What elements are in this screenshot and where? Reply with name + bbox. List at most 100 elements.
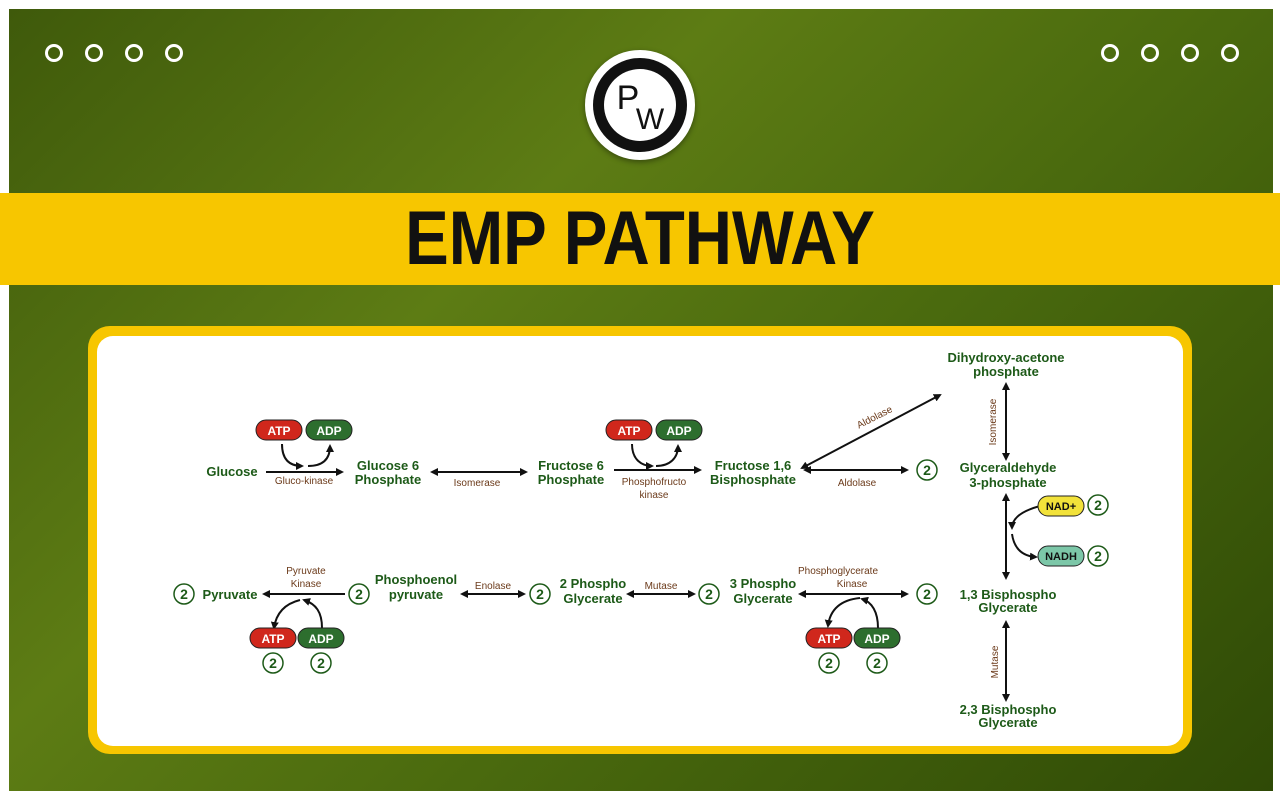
svg-text:2: 2 (536, 586, 544, 602)
enzyme-pk-line1: Pyruvate (286, 566, 326, 577)
compound-g3p-line1: Glyceraldehyde (960, 460, 1057, 475)
enzyme-aldolase: Aldolase (838, 478, 877, 489)
two-marker: 2 (818, 652, 840, 674)
enzyme-pk-line2: Kinase (291, 579, 322, 590)
compound-dhap-line1: Dihydroxy-acetone (947, 350, 1064, 365)
enzymes: Gluco-kinase Isomerase Phosphofructo kin… (275, 398, 1001, 678)
two-marker: 2 (529, 583, 551, 605)
reaction-arrows (262, 382, 1041, 702)
nadh-out-curve (1011, 533, 1038, 561)
compound-f16bp-line1: Fructose 1,6 (715, 458, 792, 473)
pw-logo: P W (585, 50, 695, 160)
two-marker: 2 (310, 652, 332, 674)
svg-text:2: 2 (1094, 497, 1102, 513)
adp-label-4: ADP (864, 632, 889, 646)
compound-bpg13-line1: 1,3 Bisphospho (960, 587, 1057, 602)
atp-in-curve-1 (281, 443, 304, 470)
compound-bpg23-line2: Glycerate (978, 715, 1037, 730)
enzyme-glucokinase: Gluco-kinase (275, 476, 334, 487)
compound-glucose: Glucose (206, 464, 257, 479)
two-marker: 2 (1087, 545, 1109, 567)
svg-text:P: P (617, 79, 640, 117)
enzyme-mutase-1: Mutase (645, 581, 678, 592)
compound-f16bp-line2: Bisphosphate (710, 472, 796, 487)
compound-pg3-line1: 3 Phospho (730, 576, 797, 591)
compound-f6p-line2: Phosphate (538, 472, 604, 487)
ring-dot (1181, 44, 1199, 62)
svg-text:W: W (636, 103, 665, 136)
ring-dot (125, 44, 143, 62)
nadh-label: NADH (1045, 551, 1077, 563)
decorative-dots-right (1101, 44, 1239, 62)
enzyme-pfk-line2: kinase (640, 490, 669, 501)
page-title: EMP PATHWAY (405, 196, 875, 281)
compound-pg2-line1: 2 Phospho (560, 576, 627, 591)
nad-in-curve (1008, 505, 1041, 530)
ring-dot (45, 44, 63, 62)
two-marker: 2 (173, 583, 195, 605)
svg-text:2: 2 (923, 462, 931, 478)
enzyme-pgk-line2: Kinase (837, 579, 868, 590)
enzyme-isomerase-1: Isomerase (454, 478, 501, 489)
two-marker: 2 (916, 583, 938, 605)
svg-text:2: 2 (705, 586, 713, 602)
adp-out-curve-1 (307, 444, 334, 467)
compound-g3p-line2: 3-phosphate (969, 475, 1046, 490)
atp-out-curve-4 (824, 597, 861, 628)
arrow-f16bp-dhap (800, 394, 942, 469)
atp-in-curve-2 (631, 443, 654, 470)
svg-text:2: 2 (180, 586, 188, 602)
adp-label-3: ADP (308, 632, 333, 646)
title-banner (0, 193, 1280, 285)
compound-g6p-line2: Phosphate (355, 472, 421, 487)
enzyme-enolase: Enolase (475, 581, 512, 592)
adp-in-curve-3 (302, 598, 323, 629)
svg-text:2: 2 (1094, 548, 1102, 564)
adp-label-2: ADP (666, 424, 691, 438)
atp-label-1: ATP (267, 424, 290, 438)
decorative-dots-left (45, 44, 183, 62)
nad-label: NAD+ (1046, 501, 1076, 513)
pw-logo-mark: P W (617, 79, 665, 136)
atp-out-curve-3 (270, 599, 301, 630)
ring-dot (165, 44, 183, 62)
nadh-pill (1037, 545, 1085, 567)
adp-label-1: ADP (316, 424, 341, 438)
svg-text:2: 2 (825, 655, 833, 671)
pw-logo-badge: P W (604, 69, 676, 141)
enzyme-aldolase-top: Aldolase (855, 404, 895, 431)
compound-pep-line1: Phosphoenol (375, 572, 457, 587)
stoichiometry-markers: 2 2 2 2 2 2 2 2 2 2 2 2 (173, 459, 1109, 674)
enzyme-mutase-2: Mutase (990, 645, 1001, 678)
svg-text:2: 2 (269, 655, 277, 671)
compound-f6p-line1: Fructose 6 (538, 458, 604, 473)
svg-text:2: 2 (873, 655, 881, 671)
svg-text:2: 2 (355, 586, 363, 602)
atp-pill-4 (805, 627, 853, 649)
atp-pill-3 (249, 627, 297, 649)
svg-text:2: 2 (923, 586, 931, 602)
enzyme-isomerase-2: Isomerase (988, 398, 999, 445)
compound-pg2-line2: Glycerate (563, 591, 622, 606)
compound-pg3-line2: Glycerate (733, 591, 792, 606)
cofactor-pills: ATP ADP ATP ADP NAD+ NADH ATP ADP ATP AD… (249, 419, 1085, 649)
two-marker: 2 (348, 583, 370, 605)
atp-label-2: ATP (617, 424, 640, 438)
ring-dot (85, 44, 103, 62)
svg-text:2: 2 (317, 655, 325, 671)
compound-bpg13-line2: Glycerate (978, 600, 1037, 615)
compounds: Glucose Glucose 6 Phosphate Fructose 6 P… (203, 350, 1065, 730)
two-marker: 2 (262, 652, 284, 674)
ring-dot (1221, 44, 1239, 62)
enzyme-pgk-line1: Phosphoglycerate (798, 566, 878, 577)
adp-out-curve-2 (655, 444, 682, 467)
ring-dot (1141, 44, 1159, 62)
ring-dot (1101, 44, 1119, 62)
nad-pill (1037, 495, 1085, 517)
two-marker: 2 (866, 652, 888, 674)
two-marker: 2 (1087, 494, 1109, 516)
two-marker: 2 (916, 459, 938, 481)
adp-pill-2 (655, 419, 703, 441)
pw-logo-ring: P W (593, 58, 687, 152)
